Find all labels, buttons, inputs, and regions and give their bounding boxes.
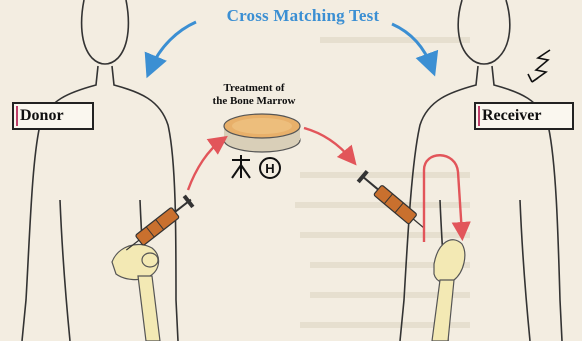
receiver-label-text: Receiver bbox=[482, 107, 542, 124]
treatment-line-2: the Bone Marrow bbox=[204, 95, 304, 108]
arrow-title-to-donor bbox=[150, 22, 196, 70]
donor-bones bbox=[112, 244, 160, 341]
arrow-dish-to-receiver bbox=[304, 128, 352, 160]
treatment-caption: Treatment of the Bone Marrow bbox=[204, 82, 304, 108]
treatment-line-1: Treatment of bbox=[204, 82, 304, 95]
donor-label: Donor bbox=[12, 102, 94, 130]
arrow-donor-to-dish bbox=[188, 140, 222, 190]
lightning-icon bbox=[528, 50, 550, 82]
donor-label-text: Donor bbox=[20, 107, 64, 124]
petri-dish bbox=[224, 114, 300, 152]
circled-h-icon: H bbox=[260, 158, 280, 178]
svg-text:H: H bbox=[265, 161, 274, 176]
arrow-into-receiver bbox=[424, 155, 462, 242]
arrow-title-to-receiver bbox=[392, 24, 432, 68]
receiver-syringe bbox=[357, 170, 429, 233]
diagram-title: Cross Matching Test bbox=[188, 6, 418, 26]
tree-symbol-icon bbox=[232, 155, 250, 178]
donor-body bbox=[22, 0, 178, 341]
receiver-label: Receiver bbox=[474, 102, 574, 130]
